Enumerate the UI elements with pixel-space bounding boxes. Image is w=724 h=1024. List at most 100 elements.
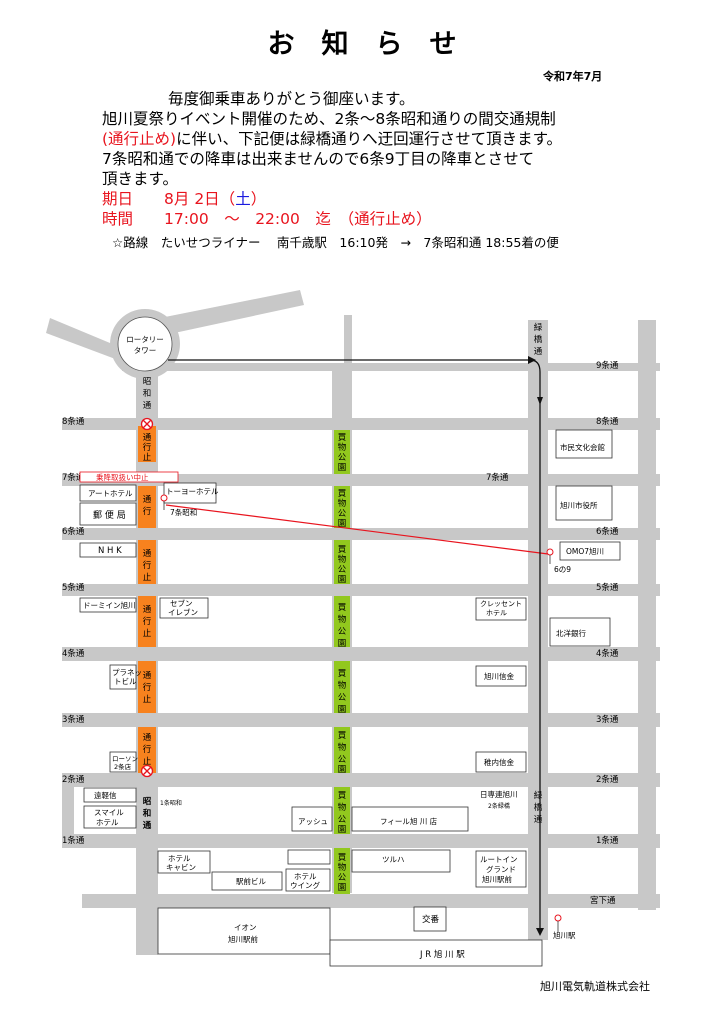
buildings xyxy=(79,429,621,967)
street-west-stub xyxy=(62,784,74,846)
seven-label-2: イレブン xyxy=(168,607,198,617)
route-line: ☆路線 たいせつライナー 南千歳駅 16:10発 → 7条昭和通 18:55着の… xyxy=(112,235,559,250)
street-6jo xyxy=(62,528,660,540)
park-b-1: 買 xyxy=(338,489,347,499)
omo7-label: OMO7旭川 xyxy=(566,546,604,556)
shopping-park xyxy=(334,430,350,894)
showa-bottom-label: 昭 和 通 xyxy=(143,797,152,831)
street-park-north xyxy=(344,315,352,370)
park-a-2: 物 xyxy=(338,442,347,453)
nhk-box xyxy=(79,542,137,558)
feel-box xyxy=(351,806,469,832)
showa-top-1: 昭 xyxy=(143,377,152,387)
showa-top-label: 昭 和 通 xyxy=(143,377,152,411)
label-4jo-west: 4条通 xyxy=(62,648,85,659)
showa-top-3: 通 xyxy=(143,400,152,411)
closed-e-3: 止 xyxy=(143,694,152,705)
closure-note: (通行止め) xyxy=(102,130,177,148)
park-a-4: 園 xyxy=(338,463,347,473)
closed-a-1: 通 xyxy=(143,432,152,443)
culture-hall-label: 市民文化会館 xyxy=(560,442,605,452)
period-close: ） xyxy=(250,190,267,208)
crescent-box xyxy=(475,597,527,621)
ash-label: アッシュ xyxy=(298,817,328,826)
park-h-2: 物 xyxy=(338,862,347,873)
culture-hall-box xyxy=(555,429,613,459)
street-5jo xyxy=(62,584,660,596)
park-f-3: 公 xyxy=(338,755,347,765)
post-office-label: 郵 便 局 xyxy=(93,509,126,521)
hotel-wing-label-2: ウイング xyxy=(290,880,320,890)
midori-bottom-label: 緑 橋 通 xyxy=(534,790,543,825)
closed-d-2: 行 xyxy=(143,616,152,627)
period-value: 8月 2日（ xyxy=(164,190,236,208)
park-f-4: 園 xyxy=(338,765,347,775)
closed-block-6-5 xyxy=(138,540,156,584)
label-1jo-east: 1条通 xyxy=(596,835,619,846)
bus-stop-icon-7jo xyxy=(160,494,168,510)
tsuruha-box xyxy=(351,849,451,873)
label-5jo-west: 5条通 xyxy=(62,582,85,593)
closed-c-2: 行 xyxy=(143,560,152,571)
notice-line-3: (通行止め)に伴い、下記便は緑橋通りへ迂回運行させて頂きます。 xyxy=(102,129,562,149)
closed-d-1: 通 xyxy=(143,604,152,615)
closed-block-7-6 xyxy=(138,486,156,528)
label-7jo-west: 7条通 xyxy=(62,472,85,483)
asahikawa-shinkin-label: 旭川信金 xyxy=(484,671,514,681)
lawson-box xyxy=(109,751,137,773)
park-g-4: 園 xyxy=(338,825,347,835)
rotary-labels: ロータリー タワー xyxy=(126,335,164,355)
notice-line-4: 7条昭和通での降車は出来ませんので6条9丁目の降車とさせて xyxy=(102,150,535,168)
park-c-4: 園 xyxy=(338,575,347,585)
seven-box xyxy=(159,597,209,619)
label-3jo-east: 3条通 xyxy=(596,714,619,725)
closed-labels: 通 行 止 通 行 通 行 止 通 行 止 通 行 止 通 行 止 xyxy=(143,432,152,767)
label-1jo-west: 1条通 xyxy=(62,835,85,846)
park-f-2: 物 xyxy=(338,742,347,753)
small-box-a xyxy=(287,849,331,865)
park-block-1-m xyxy=(334,848,350,894)
omo7-box xyxy=(559,541,621,561)
closed-b-2: 行 xyxy=(143,506,152,517)
hotel-cabin-label-1: ホテル xyxy=(168,854,191,863)
hotel-cabin-label-2: キャビン xyxy=(166,863,196,872)
ash-box xyxy=(291,806,333,832)
no-entry-icon-bottom xyxy=(140,764,154,778)
label-9jo: 9条通 xyxy=(596,360,619,371)
park-d-1: 買 xyxy=(338,603,347,613)
park-block-8-7 xyxy=(334,430,350,474)
rotary-label-1: ロータリー xyxy=(126,335,164,344)
closed-block-3-2 xyxy=(138,727,156,773)
detour-arrow-bottom xyxy=(536,928,544,936)
road-diag-right xyxy=(160,290,304,335)
street-9jo xyxy=(122,363,660,371)
midori-bottom-1: 緑 xyxy=(534,790,543,801)
hokuyo-label: 北洋銀行 xyxy=(556,628,586,638)
city-hall-box xyxy=(555,485,613,521)
showa1-label: 1条昭和 xyxy=(160,799,182,807)
feel-label: フィール旭 川 店 xyxy=(380,816,438,826)
smile-box xyxy=(83,805,137,829)
jr-station-box xyxy=(329,939,543,967)
smile-label-1: スマイル xyxy=(94,808,124,817)
period-day: 土 xyxy=(235,190,251,208)
greeting-line: 毎度御乗車ありがとう御座います。 xyxy=(168,90,415,108)
crescent-label-2: ホテル xyxy=(486,609,507,617)
park-c-1: 買 xyxy=(338,545,347,555)
period-label: 期日 xyxy=(102,190,134,208)
stop-6no9-label: 6の9 xyxy=(554,565,571,574)
label-7jo-mid: 7条通 xyxy=(486,472,509,483)
street-1jo xyxy=(62,834,660,848)
enkeishin-box xyxy=(83,787,137,803)
building-labels: アートホテル トーヨーホテル 郵 便 局 N H K ドーミイン旭川 セブン イ… xyxy=(83,442,605,960)
notice-title: お 知 ら せ xyxy=(267,29,457,60)
park-block-2-1 xyxy=(334,787,350,834)
street-4jo xyxy=(62,647,660,661)
park-g-3: 公 xyxy=(338,815,347,825)
time-value: 17:00 ～ 22:00 迄 （通行止め） xyxy=(164,210,432,228)
park-h-1: 買 xyxy=(338,853,347,863)
lawson-label-1: ローソン xyxy=(112,755,138,763)
park-b-4: 園 xyxy=(338,519,347,529)
hotel-cabin-box xyxy=(157,850,211,874)
